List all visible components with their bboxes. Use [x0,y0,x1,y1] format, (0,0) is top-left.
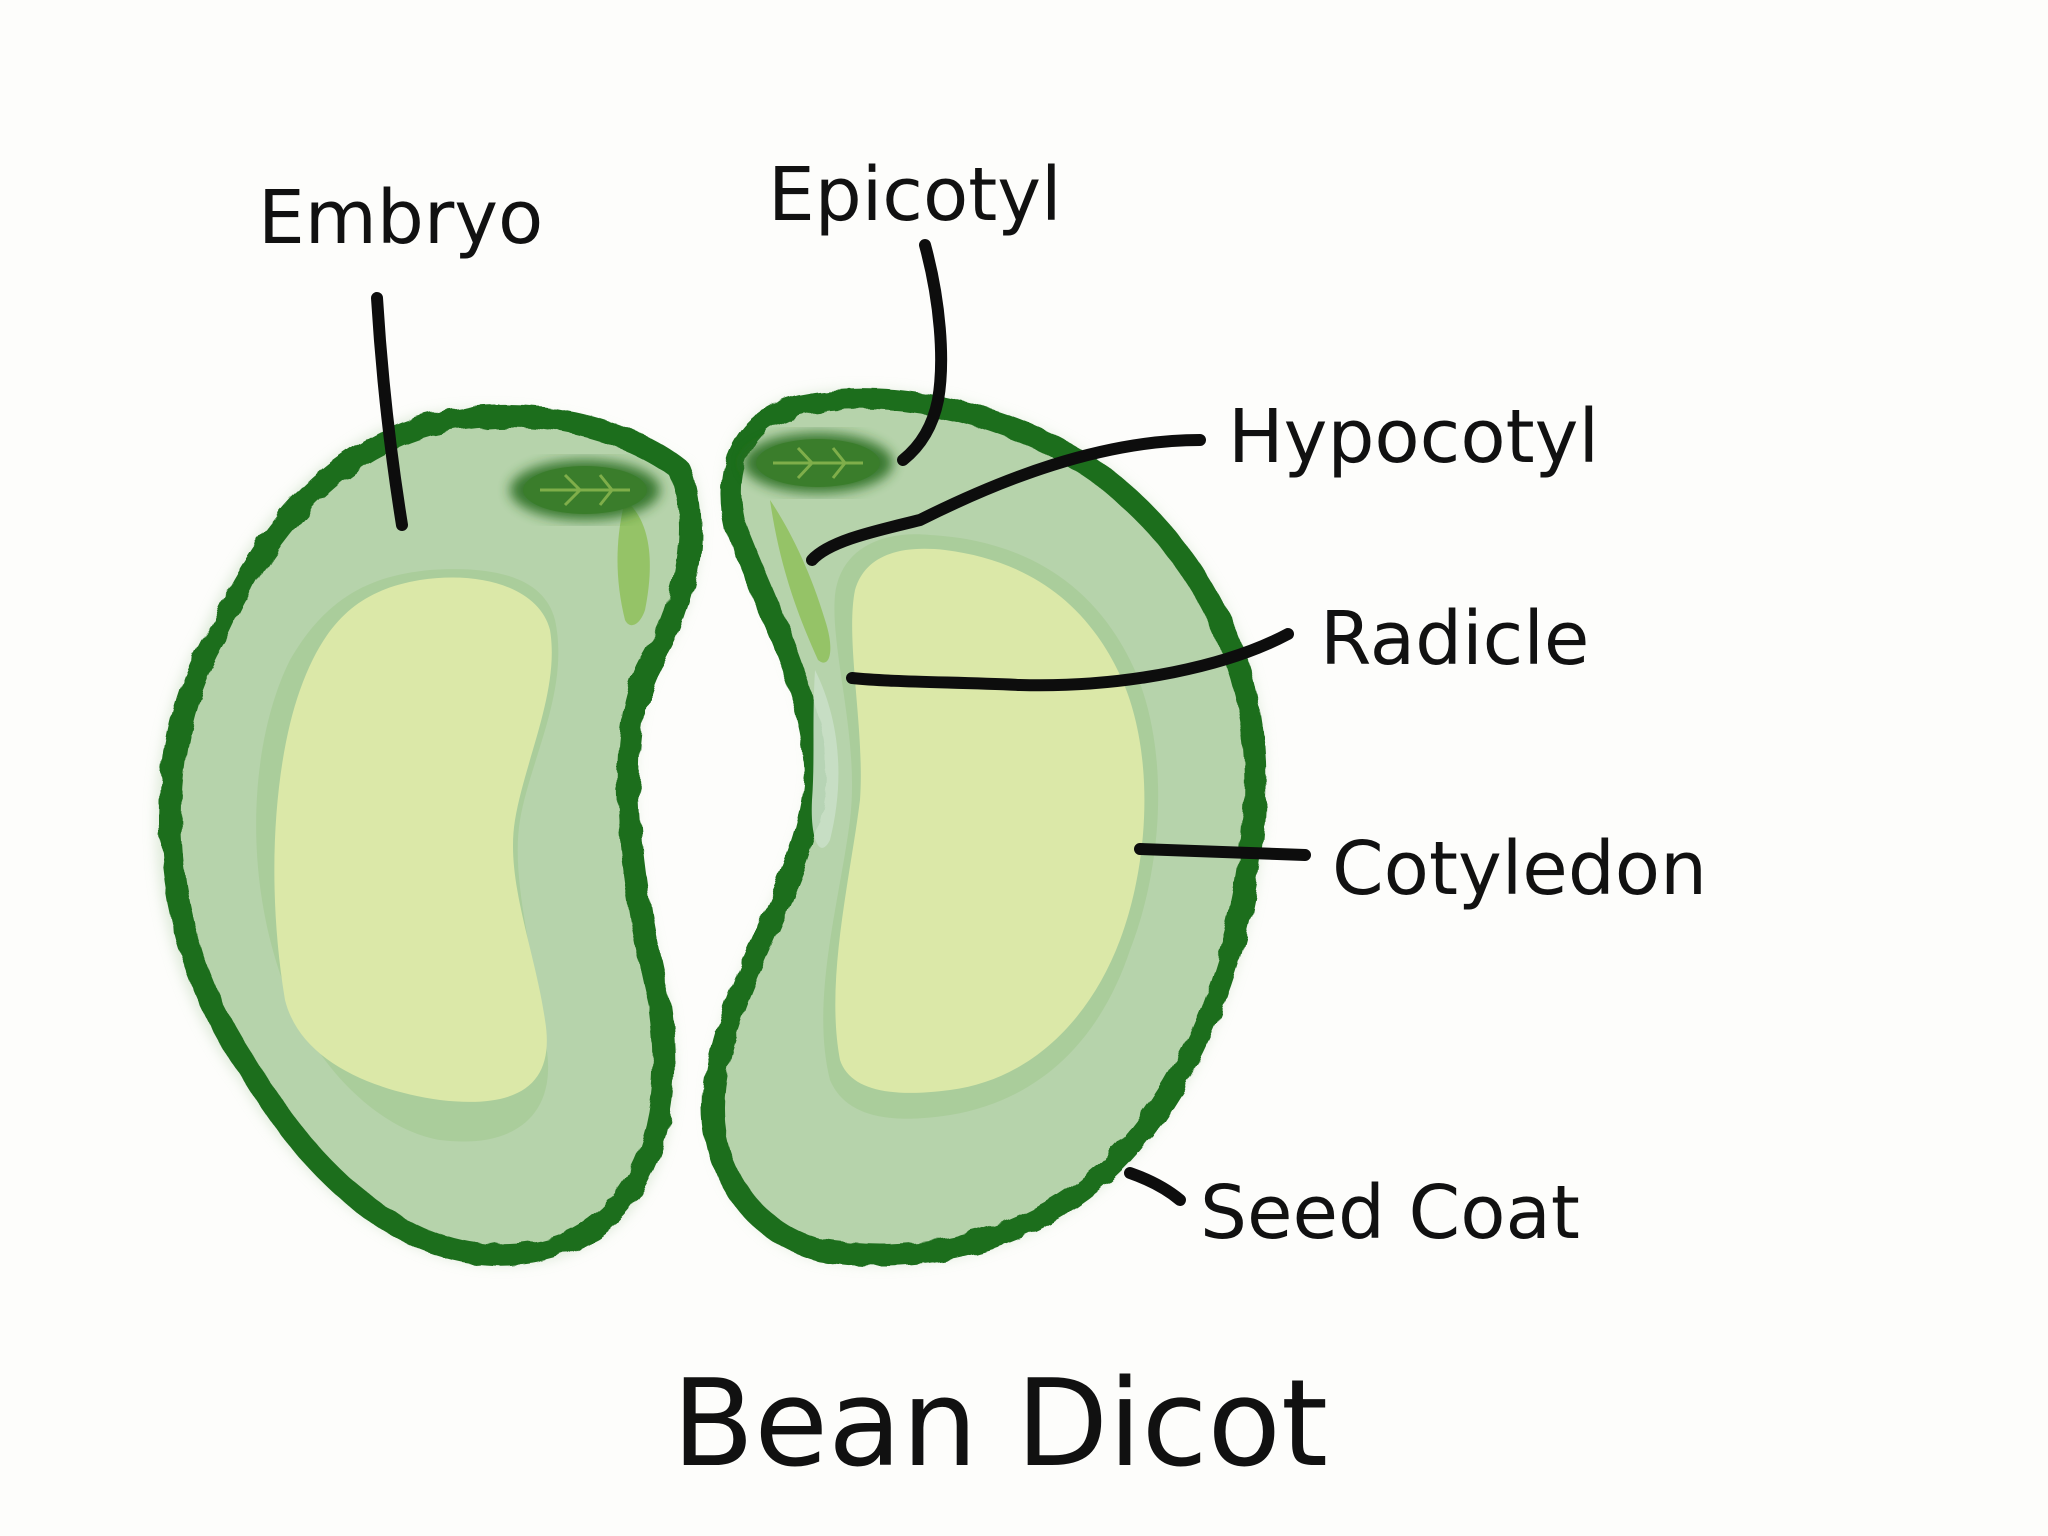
embryo-leader-line [371,292,408,531]
label-seed-coat: Seed Coat [1200,1170,1580,1256]
left-epicotyl [510,460,660,520]
left-bean-half [155,404,701,1267]
cotyledon-leader-line [1134,843,1311,861]
label-cotyledon: Cotyledon [1332,826,1707,912]
seed-coat-leader-line [1124,1167,1186,1206]
label-epicotyl: Epicotyl [768,152,1062,238]
label-embryo: Embryo [258,175,543,261]
left-cotyledon-core [274,577,552,1102]
hypocotyl-leader-line [806,434,1206,566]
diagram-title: Bean Dicot [672,1355,1328,1494]
right-bean-half [702,388,1267,1266]
label-hypocotyl: Hypocotyl [1228,394,1599,480]
radicle-leader-line [846,628,1294,692]
left-hypocotyl [617,500,650,626]
right-hypocotyl [770,500,831,663]
right-radicle [811,670,839,848]
epicotyl-leader-line [897,239,948,466]
label-radicle: Radicle [1320,596,1589,682]
right-epicotyl [743,433,893,493]
